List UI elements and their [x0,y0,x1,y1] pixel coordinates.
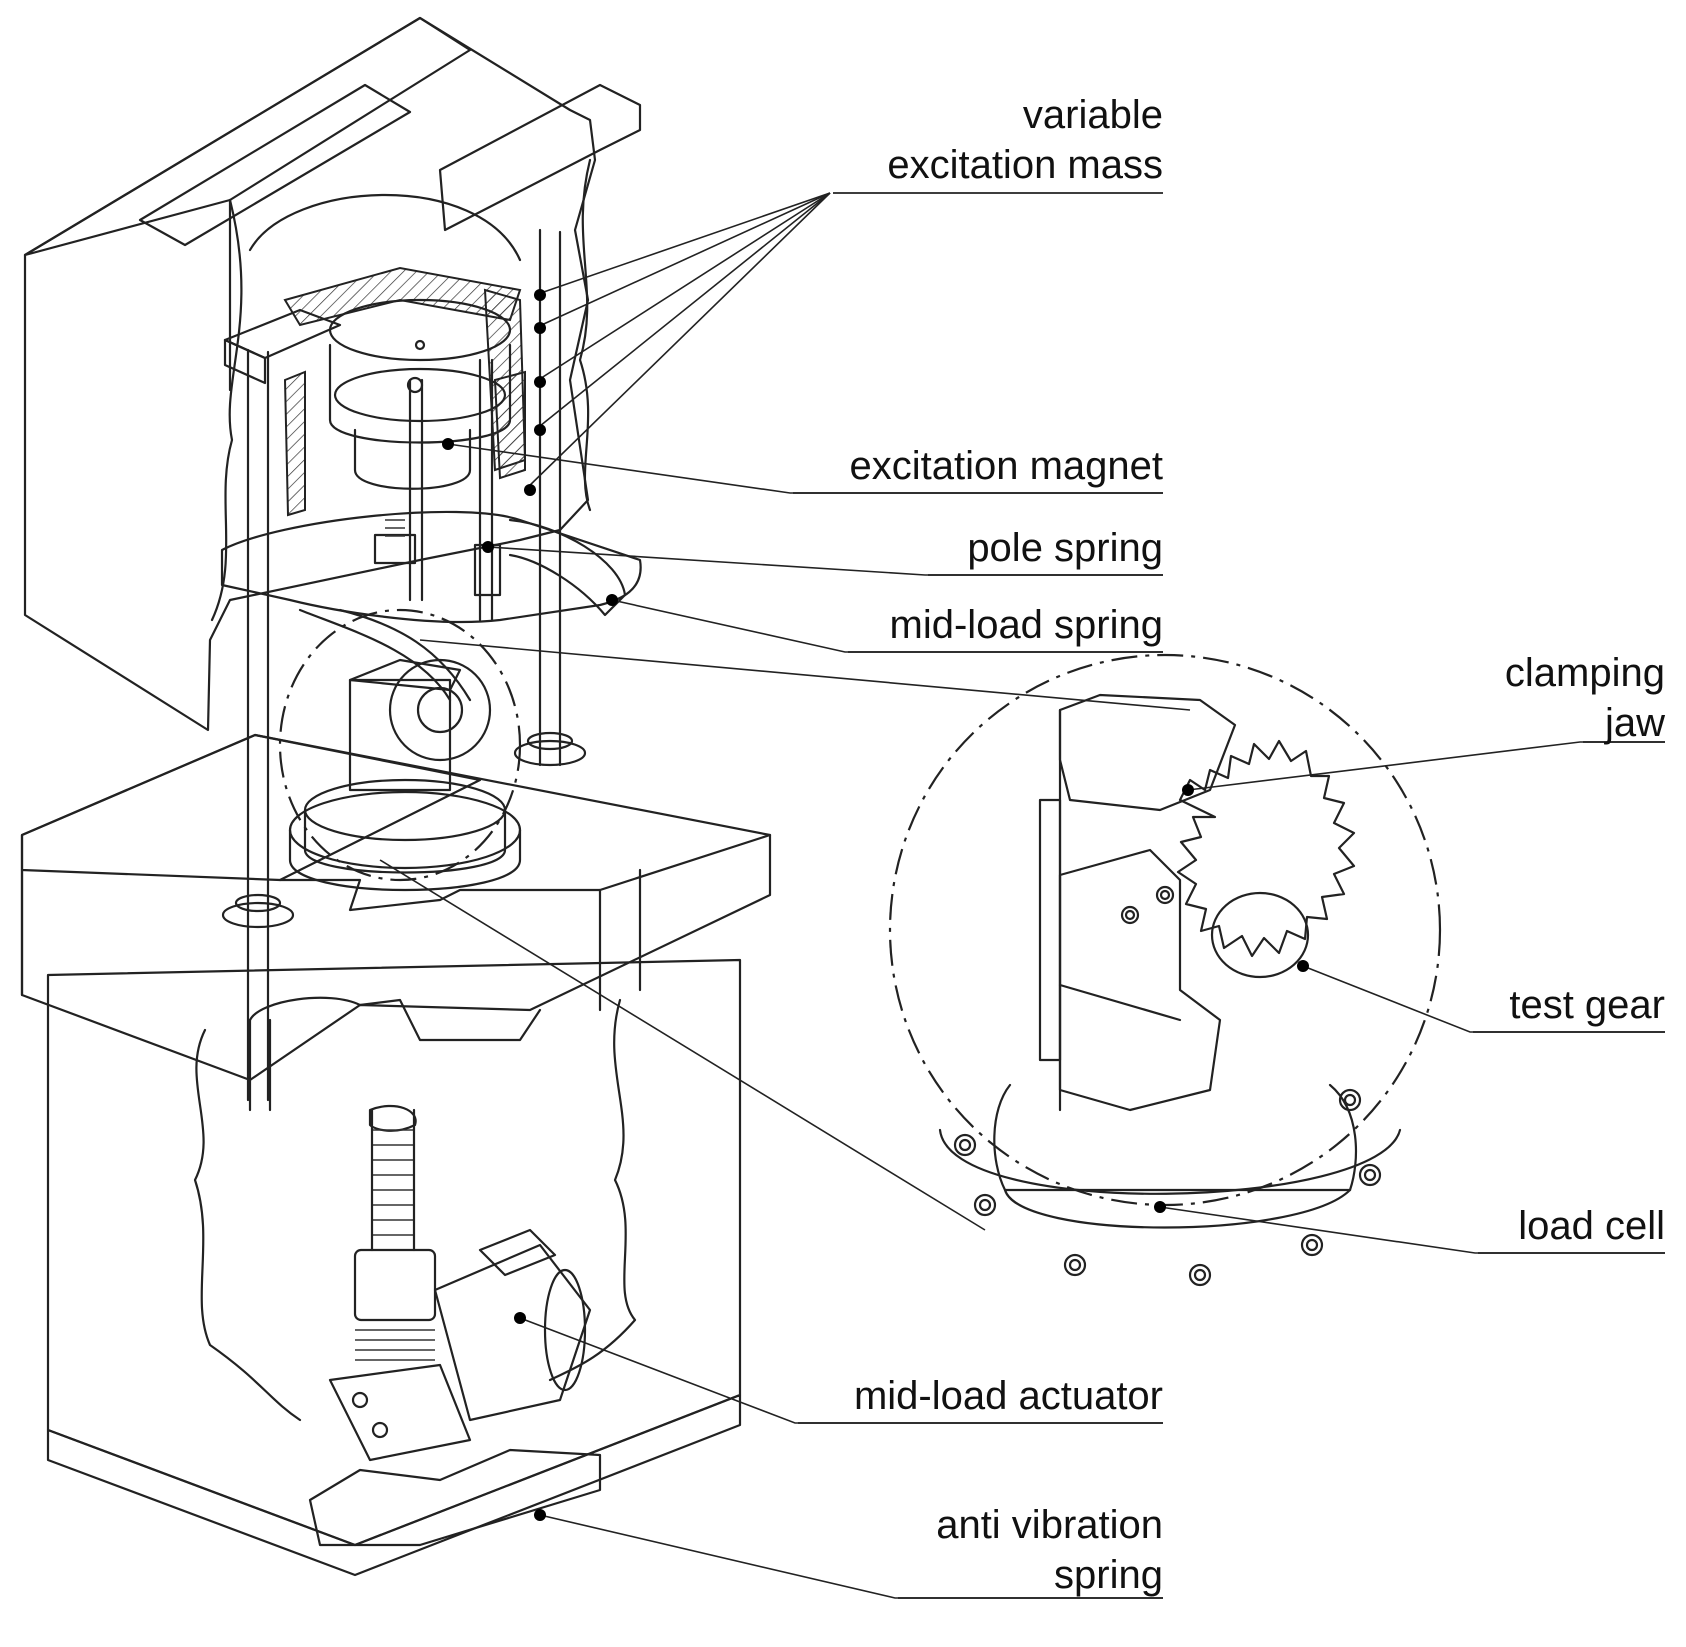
lower-frame [46,958,742,1577]
gear-assembly-overview [288,658,522,892]
overview-zoom-circle [278,608,522,882]
excitation-mass-stack [223,266,527,517]
label-pole-spring: pole spring [967,526,1163,570]
detail-view [888,653,1442,1287]
zoom-connectors [379,639,1191,1231]
actuator-assembly [328,1105,592,1462]
label-mid-load-actuator: mid-load actuator [853,1374,1163,1418]
label-variable-excitation-mass: variable excitation mass [887,93,1163,187]
upper-frame [23,16,642,732]
guide-rods [221,228,587,1102]
label-mid-load-spring: mid-load spring [889,603,1163,647]
middle-frame [20,733,772,1082]
mid-plate [220,510,642,702]
label-anti-vibration-spring: anti vibration spring [936,1503,1163,1597]
leader-lines [447,192,1665,1599]
label-excitation-magnet: excitation magnet [849,444,1163,488]
leader-dots [442,289,1309,1521]
label-test-gear: test gear [1509,983,1665,1027]
label-clamping-jaw: clamping jaw [1504,651,1665,745]
label-load-cell: load cell [1518,1204,1665,1248]
